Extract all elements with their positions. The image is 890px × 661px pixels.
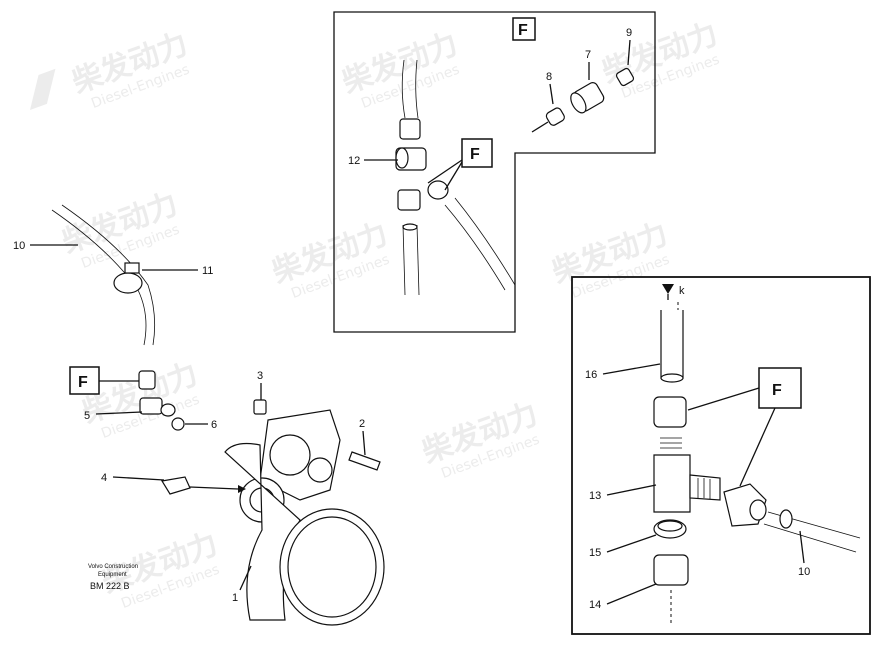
footer-line2: Equipment: [98, 572, 127, 578]
callout-5: 5: [84, 410, 90, 422]
callout-16: 16: [585, 369, 597, 381]
callout-3: 3: [257, 370, 263, 382]
callout-13: 13: [589, 490, 601, 502]
callout-10-detail: 10: [798, 566, 810, 578]
callout-6: 6: [211, 419, 217, 431]
detail-tag-box: [461, 138, 493, 168]
callout-7: 7: [585, 49, 591, 61]
detail-tag-box: [512, 17, 536, 41]
detail-tag: F: [518, 22, 528, 39]
callout-10: 10: [13, 240, 25, 252]
callout-2: 2: [359, 418, 365, 430]
fittings-789: 7 8 9: [531, 27, 635, 133]
detail-box-top: F F 12: [333, 11, 656, 333]
detail-tag-ref-left: F: [78, 374, 88, 391]
callout-12: 12: [348, 155, 360, 167]
watermark: 柴发动力 Diesel-Engines 柴发动力 Diesel-Engines …: [30, 16, 722, 612]
callout-8: 8: [546, 71, 552, 83]
detail-box-bottom: k F 16 13 15: [571, 276, 871, 635]
detail-tag-ref: F: [470, 146, 480, 163]
footer-line1: Volvo Construction: [88, 564, 138, 570]
callout-9: 9: [626, 27, 632, 39]
callout-15: 15: [589, 547, 601, 559]
callout-1: 1: [232, 592, 238, 604]
callout-4: 4: [101, 472, 107, 484]
detail-tag-ref-right: F: [772, 382, 782, 399]
callout-14: 14: [589, 599, 601, 611]
footer-code: BM 222 B: [90, 581, 130, 591]
view-mark-k: k: [679, 285, 685, 297]
callout-11: 11: [202, 265, 213, 277]
hose-assembly-left: 10 11 F 5 6 4 3 2 1 Volvo Construction E…: [13, 204, 385, 626]
